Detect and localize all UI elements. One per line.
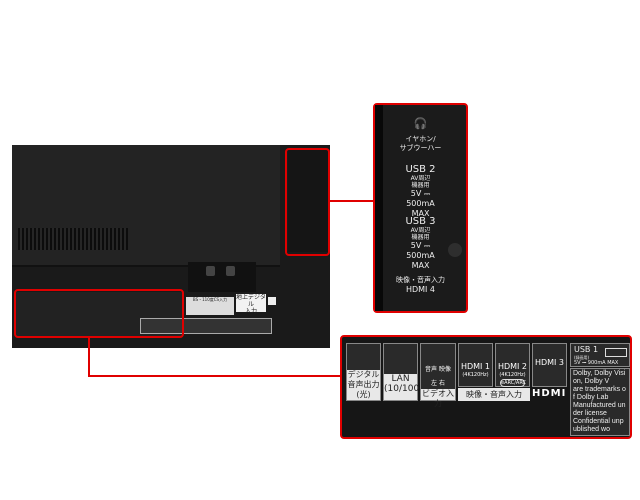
headphones-icon: 🎧 [413, 117, 428, 130]
antenna-label: BS・110度CS入力 [186, 297, 234, 315]
callout-line [88, 338, 90, 376]
screw [448, 243, 462, 257]
bottom-callout: デジタル音声出力(光) LAN(10/100) 音声 映像 左 右 ビデオ入力 … [340, 335, 632, 439]
hdmi1-port: HDMI 1 (4K120Hz) [458, 343, 493, 387]
optical-port: デジタル音声出力(光) [346, 343, 381, 401]
qr-code [268, 297, 276, 305]
terrestrial-sticker: 地上デジタル入力 [236, 294, 266, 315]
av-input-label: 映像・音声入力 [458, 388, 530, 401]
callout-line [88, 375, 341, 377]
callout-line [330, 200, 374, 202]
antenna-connector [226, 266, 235, 276]
legal-text: Dolby, Dolby Vision, Dolby V are tradema… [570, 368, 630, 436]
antenna-block [188, 262, 256, 292]
antenna-connector [206, 266, 215, 276]
hdmi-logo: HDMI [532, 388, 567, 399]
usb1-port: USB 1 (録画用) 5V ⎓ 900mA MAX [570, 343, 630, 367]
legal-plate [140, 318, 272, 334]
vents [18, 228, 128, 250]
lan-port: LAN(10/100) [383, 343, 423, 401]
hdmi2-port: HDMI 2 (4K120Hz) eARC/ARC [495, 343, 530, 387]
headphone-label: イヤホン/サブウーハー [399, 135, 442, 152]
video-input: 音声 映像 左 右 ビデオ入力 [420, 343, 456, 408]
hdmi3-port: HDMI 3 [532, 343, 567, 387]
side-highlight [285, 148, 330, 256]
side-port-panel [288, 150, 328, 252]
bottom-highlight [14, 289, 184, 338]
